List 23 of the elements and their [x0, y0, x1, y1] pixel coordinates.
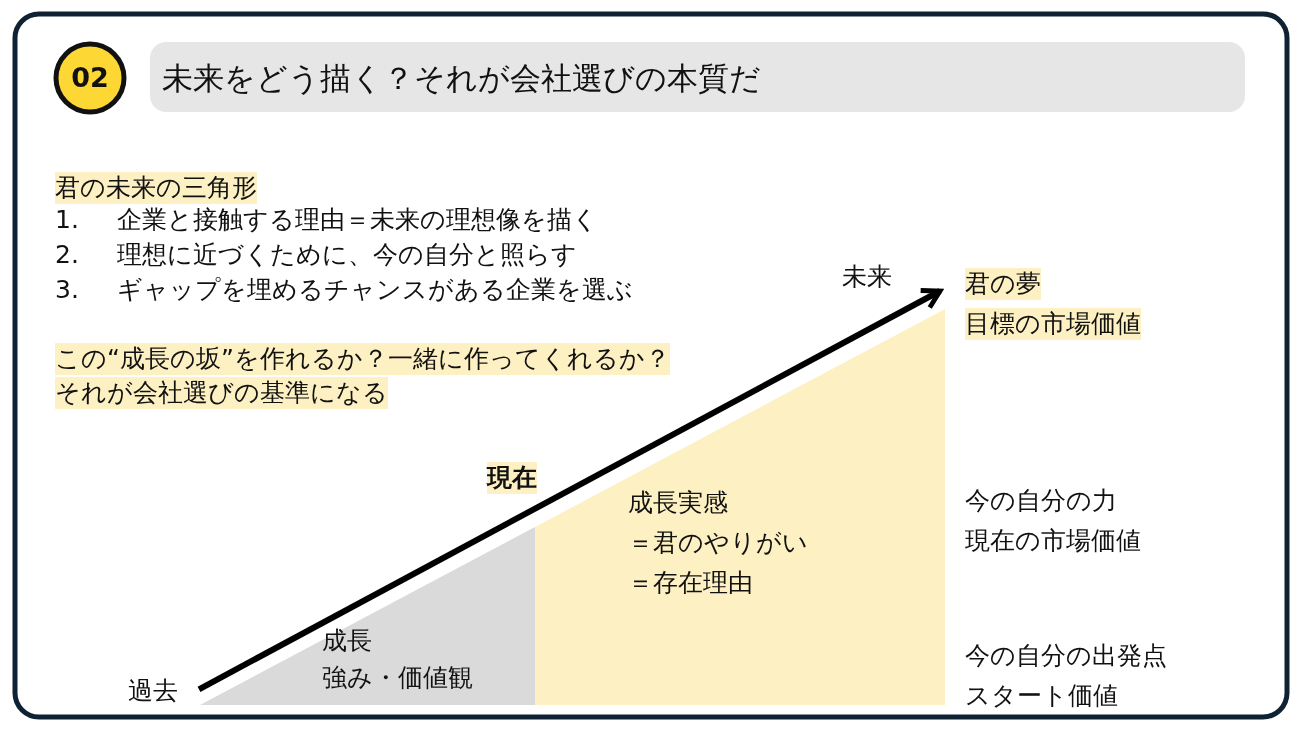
- goal-label: 目標の市場価値: [965, 308, 1141, 340]
- list-item: 3. ギャップを埋めるチャンスがある企業を選ぶ: [55, 274, 633, 306]
- level-label: 今の自分の出発点: [965, 640, 1167, 672]
- heading: 君の未来の三角形: [55, 172, 257, 204]
- list-item: 1. 企業と接触する理由＝未来の理想像を描く: [55, 204, 598, 236]
- level-label: 現在の市場価値: [965, 525, 1141, 557]
- growth-arrow: [197, 288, 943, 692]
- area-label: ＝存在理由: [628, 567, 753, 599]
- level-label: スタート価値: [965, 680, 1118, 712]
- highlighted-note: この“成長の坂”を作れるか？一緒に作ってくれるか？: [55, 343, 670, 375]
- time-label: 過去: [128, 674, 198, 708]
- list-item: 2. 理想に近づくために、今の自分と照らす: [55, 239, 577, 271]
- area-label: ＝君のやりがい: [628, 527, 808, 559]
- badge-number: 02: [70, 62, 110, 94]
- time-label: 未来: [842, 260, 940, 294]
- goal-label: 君の夢: [965, 268, 1041, 300]
- highlighted-note: それが会社選びの基準になる: [55, 377, 388, 409]
- area-label: 成長実感: [628, 487, 728, 519]
- area-label: 成長: [322, 625, 372, 657]
- present-label: 現在: [487, 462, 537, 494]
- level-label: 今の自分の力: [965, 485, 1117, 517]
- area-label: 強み・価値観: [322, 662, 473, 694]
- title: 未来をどう描く？それが会社選びの本質だ: [162, 59, 761, 98]
